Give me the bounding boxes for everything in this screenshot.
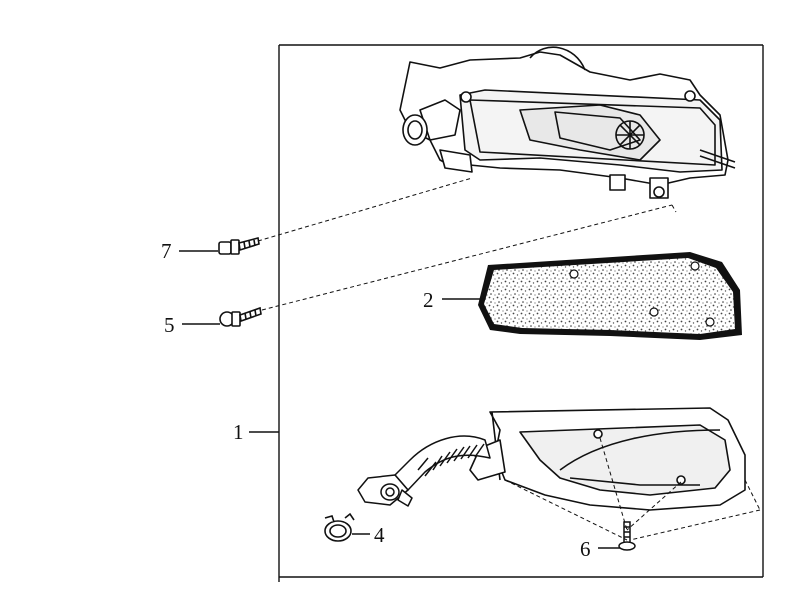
air-cleaner-cover [399,46,736,199]
bolt-5 [219,306,262,327]
callout-2: 2 [423,288,434,312]
callout-5: 5 [164,313,175,337]
screw-6 [618,521,636,551]
callout-6: 6 [580,537,591,561]
filter-element [478,252,742,340]
callout-7: 7 [161,239,172,263]
assembly-dashed-lines [257,177,761,541]
callout-4: 4 [374,523,385,547]
air-cleaner-case [469,407,746,511]
callout-leaders [179,250,620,549]
intake-hose [357,435,491,507]
callout-1: 1 [233,420,244,444]
bolt-7 [218,237,260,255]
parts-frame [278,44,764,582]
hose-clamp [324,512,355,542]
